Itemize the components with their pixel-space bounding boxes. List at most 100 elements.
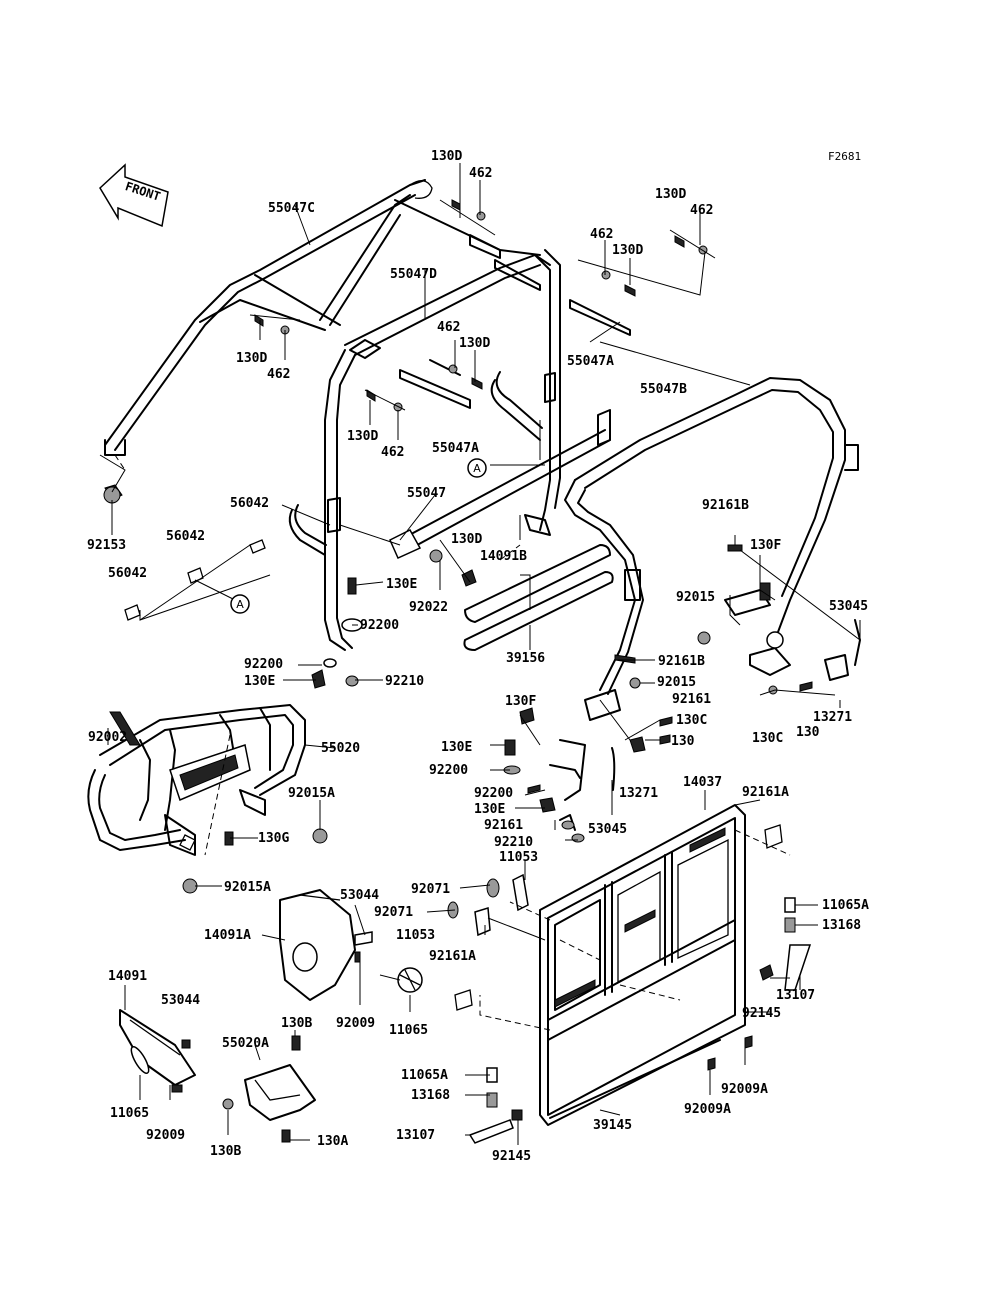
label-11053-a: 11053 [499,850,538,865]
label-130a: 130A [317,1134,348,1149]
label-13168-a: 13168 [822,918,861,933]
label-92161b-a: 92161B [702,498,749,513]
label-92210-b: 92210 [494,835,533,850]
label-13168-b: 13168 [411,1088,450,1103]
label-55047d: 55047D [390,267,437,282]
roll-bar-upper-rear [104,179,541,456]
label-130b-b: 130B [210,1144,241,1159]
label-92153: 92153 [87,538,126,553]
label-462-b: 462 [690,203,713,218]
label-55047a-b: 55047A [432,441,479,456]
tailgate-14037 [539,804,746,1126]
label-462-e: 462 [267,367,290,382]
label-13107-b: 13107 [396,1128,435,1143]
label-462-c: 462 [590,227,613,242]
label-53044-a: 53044 [340,888,379,903]
label-130b-a: 130B [281,1016,312,1031]
label-13271-a: 13271 [813,710,852,725]
roll-bar-front-right [490,249,561,536]
reference-mark-a-upper: A [467,458,487,478]
label-92161-a: 92161 [672,692,711,707]
label-92015-b: 92015 [657,675,696,690]
label-14091a: 14091A [204,928,251,943]
label-130c-a: 130C [676,713,707,728]
label-92009a-a: 92009A [721,1082,768,1097]
figure-code: F2681 [828,150,861,163]
label-92200-a: 92200 [360,618,399,633]
label-92015-a: 92015 [676,590,715,605]
label-14091b: 14091B [480,549,527,564]
label-130d-a: 130D [431,149,462,164]
label-14037: 14037 [683,775,722,790]
label-130c-b: 130C [752,731,783,746]
label-39145: 39145 [593,1118,632,1133]
label-55047a-a: 55047A [567,354,614,369]
label-130f-b: 130F [505,694,536,709]
label-92145-b: 92145 [492,1149,531,1164]
decals [124,539,783,1011]
label-130-b: 130 [796,725,820,740]
svg-text:A: A [473,462,481,475]
reference-mark-a-lower: A [230,594,250,614]
label-55047c: 55047C [268,201,315,216]
label-130d-f: 130D [347,429,378,444]
label-92009a-b: 92009A [684,1102,731,1117]
bracket-lower-center [549,689,621,831]
label-130g: 130G [258,831,289,846]
label-14091: 14091 [108,969,147,984]
label-55020a: 55020A [222,1036,269,1051]
label-11053-b: 11053 [396,928,435,943]
label-130d-e: 130D [236,351,267,366]
label-53044-b: 53044 [161,993,200,1008]
label-130e-c: 130E [441,740,472,755]
label-13107-a: 13107 [776,988,815,1003]
label-92002: 92002 [88,730,127,745]
front-arrow-icon: FRONT [99,163,169,228]
crossbar-55047d [344,254,551,359]
label-92161a-b: 92161A [429,949,476,964]
label-55047b: 55047B [640,382,687,397]
label-462-d: 462 [437,320,460,335]
label-130d-c: 130D [612,243,643,258]
label-56042-a: 56042 [230,496,269,511]
tube-39156 [463,544,614,651]
label-13271-b: 13271 [619,786,658,801]
label-92071-a: 92071 [411,882,450,897]
label-92015a-a: 92015A [288,786,335,801]
roll-bar-front-left [288,349,356,651]
bracket-upper [399,234,631,409]
label-130d-d: 130D [459,336,490,351]
label-130d-g: 130D [451,532,482,547]
label-462-a: 462 [469,166,492,181]
label-11065-b: 11065 [110,1106,149,1121]
roll-bar-rear [564,377,859,695]
label-92200-c: 92200 [429,763,468,778]
label-130-a: 130 [671,734,695,749]
label-53045-a: 53045 [829,599,868,614]
label-130e-a: 130E [386,577,417,592]
label-92161a-a: 92161A [742,785,789,800]
label-39156: 39156 [506,651,545,666]
label-56042-c: 56042 [108,566,147,581]
label-11065a-b: 11065A [401,1068,448,1083]
front-bumper-55020 [87,704,306,856]
label-11065a-a: 11065A [822,898,869,913]
label-92145-a: 92145 [742,1006,781,1021]
label-92161b-b: 92161B [658,654,705,669]
label-92022: 92022 [409,600,448,615]
label-92161-b: 92161 [484,818,523,833]
label-92009-b: 92009 [146,1128,185,1143]
label-130d-b: 130D [655,187,686,202]
label-53045-b: 53045 [588,822,627,837]
label-11065-a: 11065 [389,1023,428,1038]
svg-text:A: A [236,598,244,611]
label-130e-d: 130E [474,802,505,817]
label-92200-d: 92200 [474,786,513,801]
leader-lines [99,163,861,1145]
label-130f-a: 130F [750,538,781,553]
label-92210-a: 92210 [385,674,424,689]
label-55047: 55047 [407,486,446,501]
label-462-f: 462 [381,445,404,460]
label-92200-b: 92200 [244,657,283,672]
